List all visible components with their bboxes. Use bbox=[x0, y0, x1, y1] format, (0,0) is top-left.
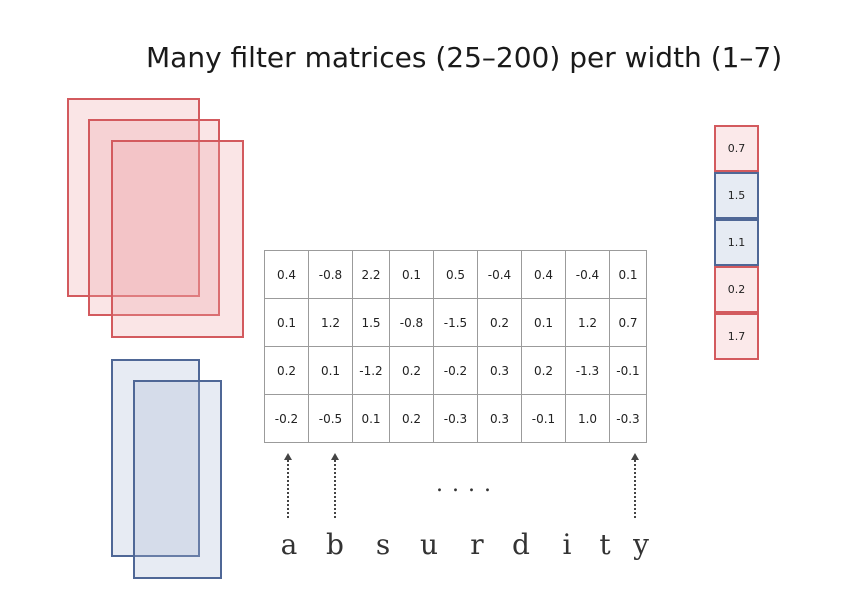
matrix-cell: 0.2 bbox=[389, 394, 434, 443]
matrix-cell: 2.2 bbox=[352, 250, 390, 299]
matrix-cell: -0.3 bbox=[433, 394, 478, 443]
matrix-cell: -0.3 bbox=[609, 394, 647, 443]
arrow-up-icon bbox=[284, 453, 292, 518]
feature-vector-cell: 1.1 bbox=[714, 219, 759, 266]
matrix-cell: 0.5 bbox=[433, 250, 478, 299]
arrow-up-icon bbox=[631, 453, 639, 518]
matrix-cell: 0.2 bbox=[477, 298, 522, 347]
input-word: a b s u r d i t y bbox=[272, 528, 672, 562]
char-a: a bbox=[280, 528, 298, 561]
matrix-cell: 1.0 bbox=[565, 394, 610, 443]
matrix-cell: 0.7 bbox=[609, 298, 647, 347]
matrix-cell: -0.5 bbox=[308, 394, 353, 443]
char-s: s bbox=[375, 528, 391, 561]
matrix-cell: -0.8 bbox=[308, 250, 353, 299]
matrix-cell: -0.2 bbox=[433, 346, 478, 395]
matrix-cell: 0.1 bbox=[521, 298, 566, 347]
matrix-cell: -1.2 bbox=[352, 346, 390, 395]
matrix-cell: 0.1 bbox=[308, 346, 353, 395]
red-filter-2 bbox=[88, 119, 220, 316]
matrix-cell: -0.8 bbox=[389, 298, 434, 347]
char-i: i bbox=[562, 528, 572, 561]
matrix-cell: 0.2 bbox=[264, 346, 309, 395]
matrix-cell: 0.1 bbox=[264, 298, 309, 347]
matrix-cell: 1.5 bbox=[352, 298, 390, 347]
matrix-cell: 0.2 bbox=[389, 346, 434, 395]
matrix-cell: -1.3 bbox=[565, 346, 610, 395]
feature-vector-cell: 0.7 bbox=[714, 125, 759, 172]
matrix-cell: 0.3 bbox=[477, 394, 522, 443]
matrix-cell: 0.1 bbox=[389, 250, 434, 299]
char-t: t bbox=[599, 528, 611, 561]
feature-vector: 0.7 1.5 1.1 0.2 1.7 bbox=[714, 125, 759, 360]
matrix-cell: -0.2 bbox=[264, 394, 309, 443]
matrix-cell: 0.1 bbox=[352, 394, 390, 443]
matrix-cell: 0.3 bbox=[477, 346, 522, 395]
blue-filter-2 bbox=[133, 380, 222, 579]
matrix-cell: 0.4 bbox=[521, 250, 566, 299]
feature-vector-cell: 1.5 bbox=[714, 172, 759, 219]
red-filter-3 bbox=[111, 140, 244, 338]
char-y: y bbox=[633, 528, 649, 561]
matrix-cell: 1.2 bbox=[308, 298, 353, 347]
matrix-cell: -0.1 bbox=[609, 346, 647, 395]
slide-title: Many filter matrices (25–200) per width … bbox=[146, 41, 783, 74]
matrix-cell: 1.2 bbox=[565, 298, 610, 347]
ellipsis: .... bbox=[436, 472, 500, 497]
feature-vector-cell: 1.7 bbox=[714, 313, 759, 360]
matrix-cell: 0.2 bbox=[521, 346, 566, 395]
char-r: r bbox=[470, 528, 484, 561]
blue-filter-1 bbox=[111, 359, 200, 557]
matrix-cell: -1.5 bbox=[433, 298, 478, 347]
arrow-up-icon bbox=[331, 453, 339, 518]
char-b: b bbox=[326, 528, 344, 561]
matrix-cell: -0.4 bbox=[565, 250, 610, 299]
matrix-cell: -0.4 bbox=[477, 250, 522, 299]
matrix-cell: 0.1 bbox=[609, 250, 647, 299]
matrix-cell: -0.1 bbox=[521, 394, 566, 443]
feature-vector-cell: 0.2 bbox=[714, 266, 759, 313]
matrix-cell: 0.4 bbox=[264, 250, 309, 299]
char-u: u bbox=[419, 528, 439, 561]
char-d: d bbox=[512, 528, 530, 561]
